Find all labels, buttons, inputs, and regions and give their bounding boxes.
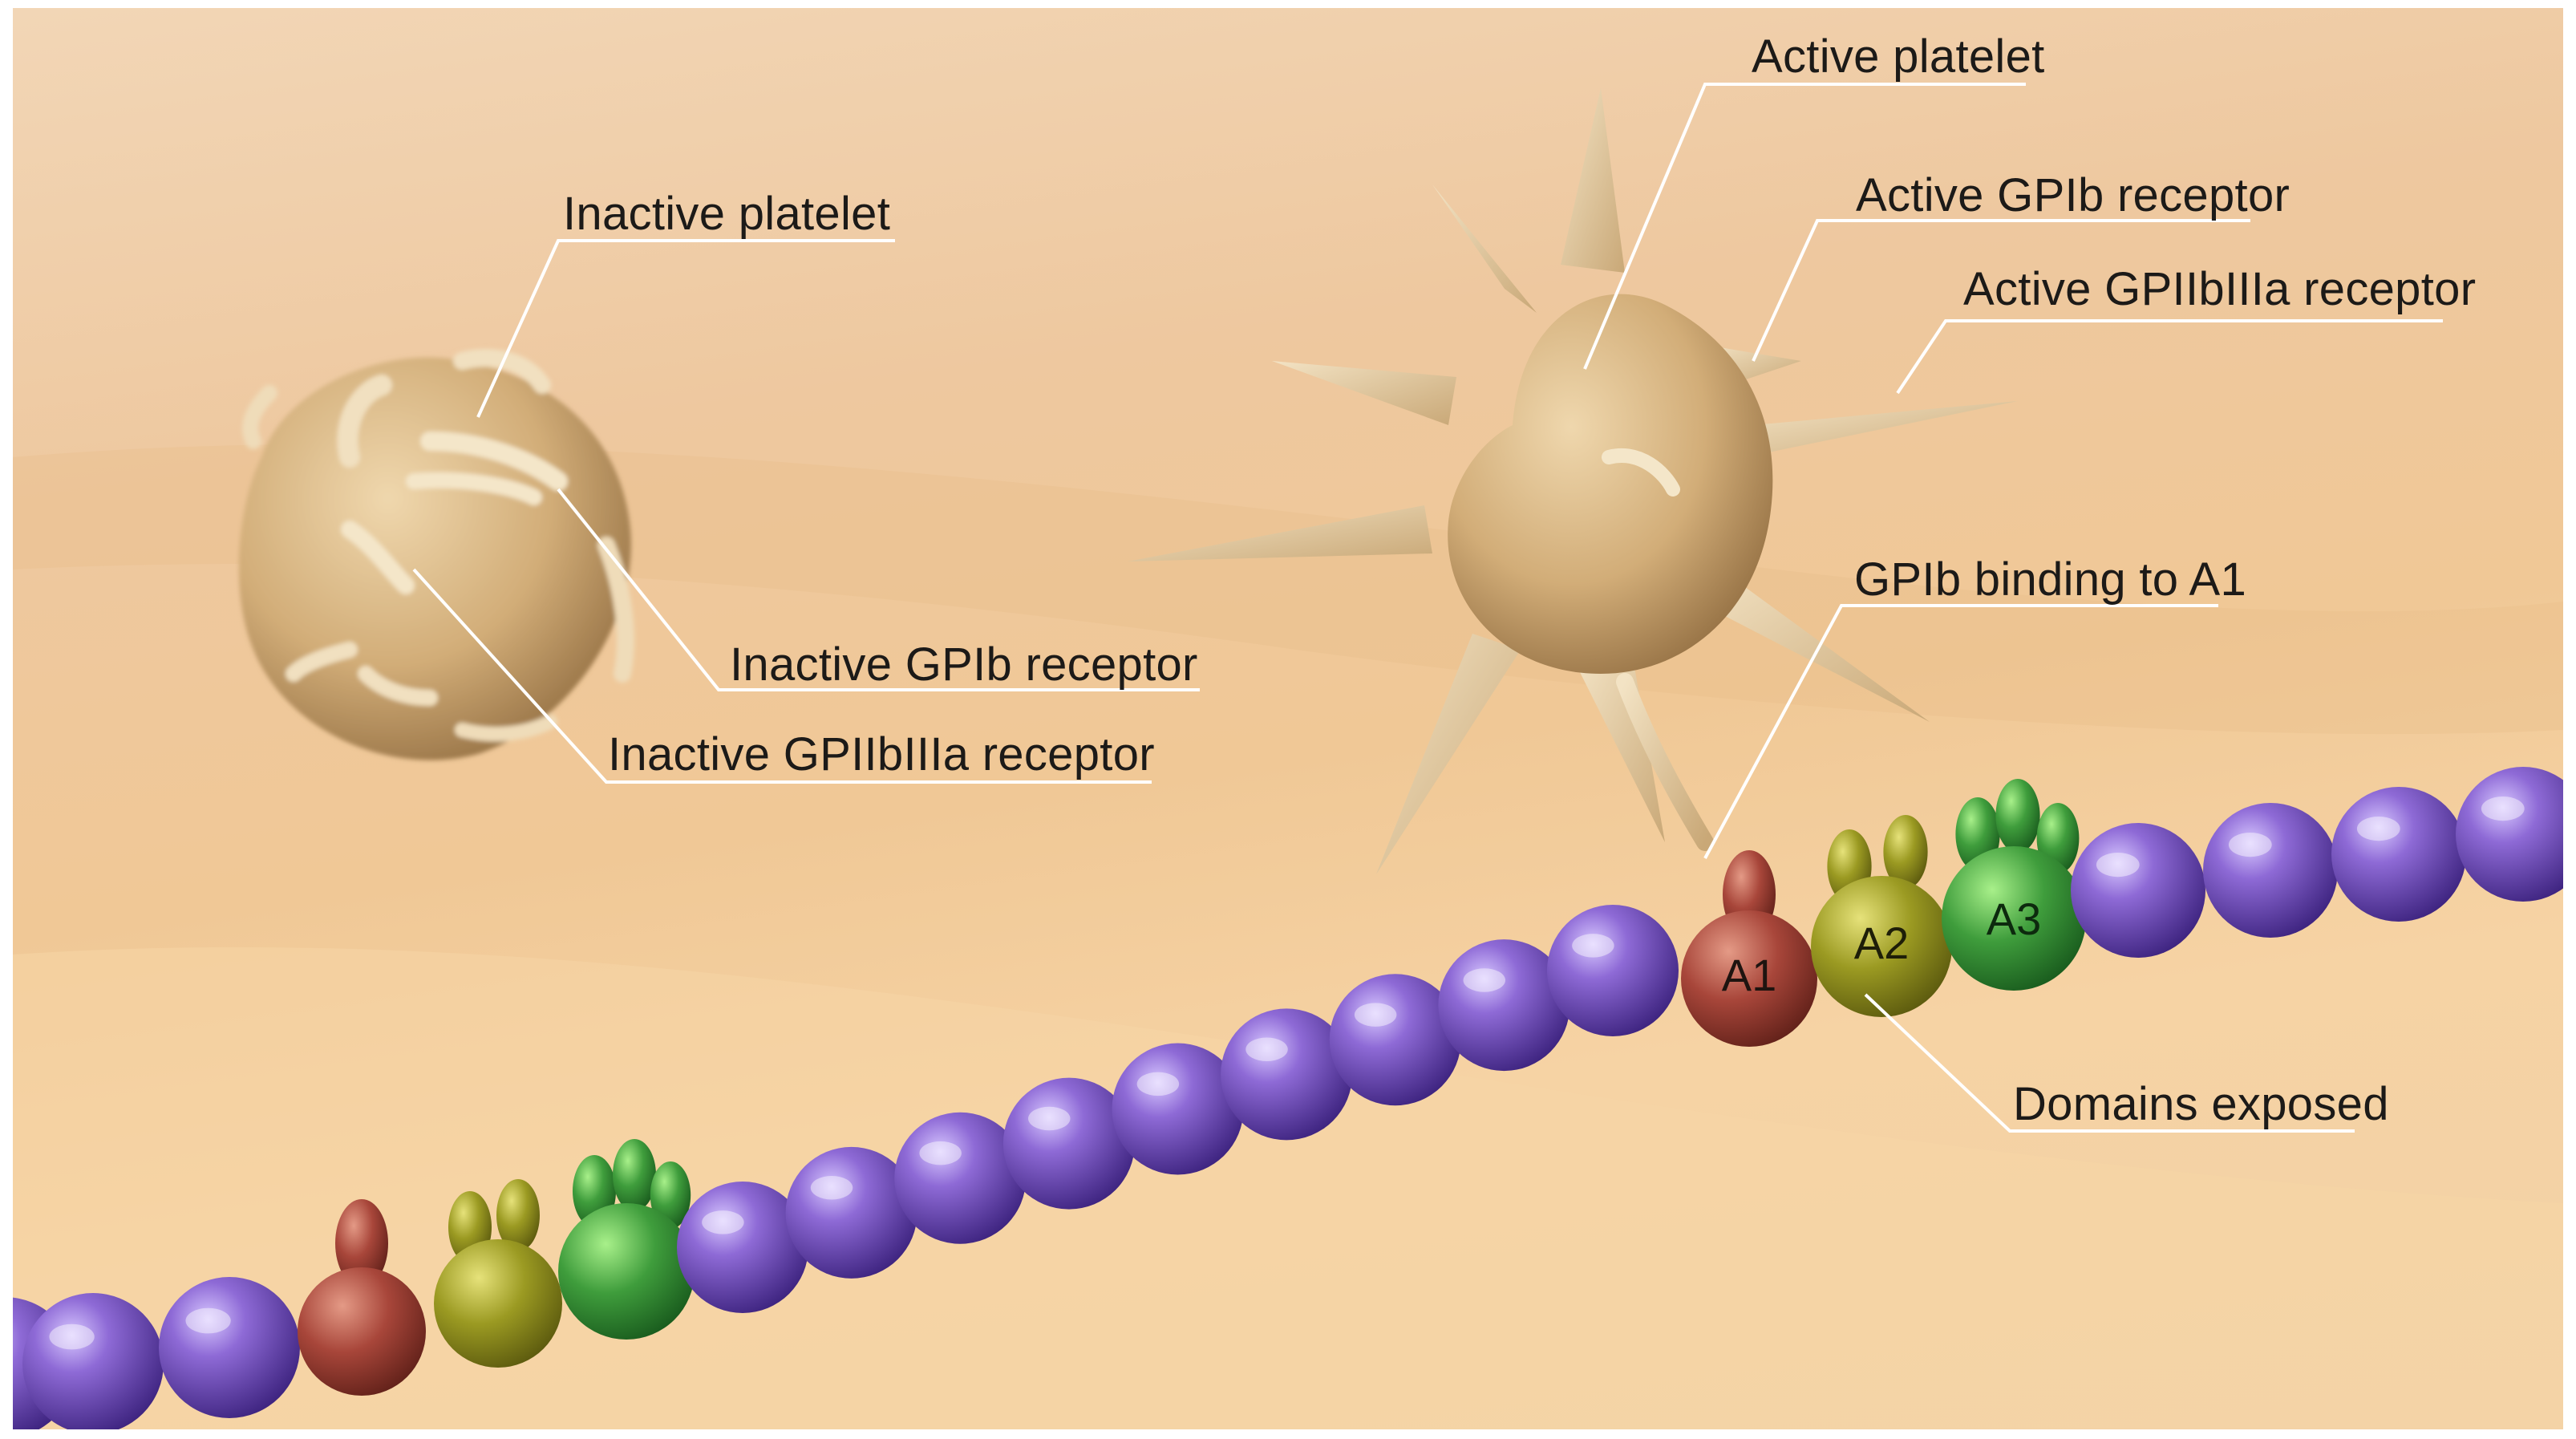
domain-lower-a2 bbox=[434, 1179, 562, 1368]
label-inactive-platelet: Inactive platelet bbox=[563, 188, 891, 240]
chain-bead-highlight bbox=[702, 1210, 744, 1234]
label-inactive-gpiibiiia-receptor: Inactive GPIIbIIIa receptor bbox=[608, 728, 1155, 780]
chain-bead bbox=[2456, 767, 2563, 902]
chain-bead-highlight bbox=[1354, 1003, 1397, 1027]
domain-lower-a2-lobe bbox=[496, 1179, 540, 1251]
domain-lower-a3-body bbox=[558, 1203, 695, 1340]
leader-line-active-platelet bbox=[1583, 83, 2026, 370]
chain-bead-highlight bbox=[1572, 934, 1614, 958]
chain-bead-highlight bbox=[2096, 852, 2140, 878]
domain-a2 bbox=[1811, 815, 1952, 1017]
domain-a2-body bbox=[1811, 876, 1952, 1017]
leader-line-domains-exposed bbox=[1864, 993, 2355, 1133]
inactive-platelet-shape bbox=[238, 349, 634, 760]
chain-bead bbox=[785, 1146, 917, 1279]
chain-bead-highlight bbox=[2481, 796, 2525, 821]
domain-lower-a2-body bbox=[434, 1239, 562, 1368]
chain-bead bbox=[2071, 823, 2205, 958]
platelet-illustration: A1 A2 A3 bbox=[13, 83, 2563, 1429]
vwf-chain bbox=[13, 767, 2563, 1429]
chain-bead-highlight bbox=[2356, 816, 2400, 841]
chain-bead-highlight bbox=[810, 1175, 853, 1200]
chain-bead-highlight bbox=[1136, 1072, 1180, 1096]
chain-bead bbox=[1221, 1008, 1353, 1141]
label-active-platelet: Active platelet bbox=[1752, 30, 2045, 83]
label-inactive-gpib-receptor: Inactive GPIb receptor bbox=[730, 638, 1198, 691]
leader-line-inactive-gpib bbox=[557, 488, 1200, 691]
domain-lower-a3 bbox=[558, 1139, 695, 1340]
chain-bead-highlight bbox=[1028, 1106, 1071, 1131]
label-domains-exposed: Domains exposed bbox=[2013, 1078, 2389, 1130]
label-gpib-binding-to-a1: GPIb binding to A1 bbox=[1854, 553, 2247, 606]
domain-lower-a1-lobe bbox=[335, 1199, 388, 1287]
chain-bead-highlight bbox=[2228, 832, 2272, 857]
chain-bead bbox=[1112, 1043, 1244, 1175]
diagram-canvas: A1 A2 A3 Inactive platelet Inactive GPIb… bbox=[13, 8, 2563, 1429]
chain-bead-highlight bbox=[1245, 1037, 1288, 1061]
leader-line-active-gpib bbox=[1752, 219, 2250, 362]
chain-bead bbox=[2203, 803, 2338, 938]
chain-bead bbox=[677, 1182, 808, 1313]
chain-bead-highlight bbox=[49, 1323, 95, 1350]
domain-lower-a3-lobe bbox=[650, 1161, 691, 1229]
domain-label-a3: A3 bbox=[1987, 894, 2042, 944]
active-platelet-shape bbox=[1128, 88, 2018, 874]
chain-bead bbox=[1329, 974, 1461, 1106]
leader-lines bbox=[412, 83, 2443, 1133]
chain-bead bbox=[1547, 905, 1679, 1036]
chain-bead bbox=[159, 1277, 300, 1418]
domain-a1 bbox=[1681, 850, 1817, 1047]
leader-line-active-gpiibiiia bbox=[1896, 319, 2443, 395]
chain-bead-highlight bbox=[1463, 968, 1506, 992]
chain-bead-highlight bbox=[919, 1141, 962, 1165]
leader-line-inactive-platelet bbox=[476, 239, 895, 418]
domain-a3-lobe bbox=[1995, 779, 2040, 853]
domain-a3-body bbox=[1942, 846, 2086, 991]
domain-a2-lobe bbox=[1883, 815, 1928, 889]
label-active-gpiibiiia-receptor: Active GPIIbIIIa receptor bbox=[1963, 263, 2477, 315]
chain-bead bbox=[22, 1293, 164, 1429]
leader-line-inactive-gpiibiiia bbox=[412, 568, 1152, 784]
domain-label-a2: A2 bbox=[1854, 918, 1910, 968]
label-active-gpib-receptor: Active GPIb receptor bbox=[1856, 169, 2290, 221]
domain-lower-a1 bbox=[298, 1199, 426, 1396]
domain-lower-a3-lobe bbox=[613, 1139, 656, 1211]
chain-bead bbox=[2331, 787, 2466, 922]
chain-bead-highlight bbox=[185, 1307, 231, 1334]
chain-bead bbox=[1002, 1077, 1135, 1210]
leader-line-gpib-binding bbox=[1703, 604, 2218, 859]
chain-bead bbox=[1438, 939, 1570, 1072]
domain-a3 bbox=[1942, 779, 2086, 991]
domain-label-a1: A1 bbox=[1722, 950, 1777, 1000]
domain-lower-a1-body bbox=[298, 1267, 426, 1396]
chain-bead bbox=[894, 1112, 1027, 1244]
domain-a1-body bbox=[1681, 910, 1817, 1047]
